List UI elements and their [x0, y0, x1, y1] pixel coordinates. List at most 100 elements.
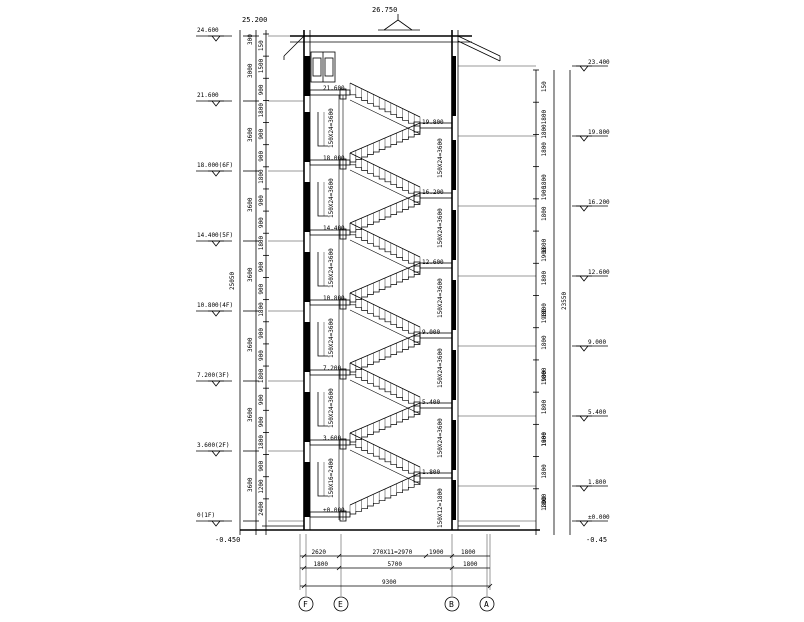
left-outer-dim: 3600 [247, 337, 254, 352]
window-outline [317, 112, 328, 147]
wall-section [304, 392, 310, 442]
right-dim: 1800 [541, 303, 548, 318]
left-outer-dim: 3600 [247, 197, 254, 212]
left-inner-dim: 900 [258, 217, 265, 228]
stair-flights [349, 82, 453, 515]
left-outer-dim: 3600 [247, 267, 254, 282]
landing-left-label: 14.400 [323, 225, 345, 232]
left-inner-dim: 1800 [258, 368, 265, 383]
left-inner-dim: 900 [258, 328, 265, 339]
right-sub-dim: 1800 [541, 493, 548, 508]
stair-flight [349, 152, 453, 233]
wall-section [304, 182, 310, 232]
bottom-dim-row1: 2620 [312, 549, 327, 556]
right-sub-dim: 1900 [541, 432, 548, 447]
flight-label-left: 150X24=3600 [328, 388, 335, 428]
right-dim: 1800 [541, 432, 548, 447]
right-dimension-lines [533, 65, 608, 535]
left-outer-dim: 3600 [247, 127, 254, 142]
ground-right-label: -0.45 [586, 536, 607, 544]
right-level-label: 9.000 [588, 339, 606, 346]
left-level-label: 24.600 [197, 27, 219, 34]
left-level-label: 18.000(6F) [197, 162, 233, 169]
left-total-dim: 25050 [229, 272, 236, 290]
window-outline [317, 252, 328, 287]
landing-left-label: 10.800 [323, 295, 345, 302]
right-dim: 1800 [541, 206, 548, 221]
right-level-label: ±0.000 [588, 514, 610, 521]
flight-label-right: 150X24=3600 [437, 418, 444, 458]
left-inner-dim: 1800 [258, 103, 265, 118]
left-inner-dim: 900 [258, 416, 265, 427]
right-dim: 1800 [541, 142, 548, 157]
window-outline [317, 392, 328, 427]
right-level-label: 1.800 [588, 479, 606, 486]
right-sub-dim: 1900 [541, 370, 548, 385]
left-dimension-lines [196, 30, 269, 535]
left-inner-dim: 1500 [258, 58, 265, 73]
wall-section [452, 480, 456, 520]
axis-label: E [338, 600, 343, 609]
flight-label-left: 150X24=3600 [328, 108, 335, 148]
right-dim: 1800 [541, 238, 548, 253]
axis-label: A [484, 600, 489, 609]
left-inner-dim: 900 [258, 460, 265, 471]
landing-left-label: 18.000 [323, 155, 345, 162]
bottom-total-dim: 9300 [382, 579, 397, 586]
bottom-dim-row1: 1800 [461, 549, 476, 556]
right-dim: 1800 [541, 271, 548, 286]
left-inner-dim: 900 [258, 128, 265, 139]
bottom-dim-row1: 1900 [429, 549, 444, 556]
wall-section [452, 56, 456, 116]
landing-right-label: 16.200 [422, 189, 444, 196]
right-dim: 1800 [541, 367, 548, 382]
landing-right-label: 19.800 [422, 119, 444, 126]
flight-label-left: 150X24=3600 [328, 318, 335, 358]
landing-right-label: 9.000 [422, 329, 440, 336]
left-inner-dim: 1800 [258, 235, 265, 250]
stair-flight [349, 222, 453, 303]
left-level-label: 7.200(3F) [197, 372, 230, 379]
left-inner-dim: 900 [258, 261, 265, 272]
left-outer-dim: 3600 [247, 407, 254, 422]
right-sub-dim: 1900 [541, 186, 548, 201]
wall-section [304, 56, 310, 96]
stair-flight [349, 82, 453, 163]
flight-label-left: 150X16=2400 [328, 458, 335, 498]
right-level-label: 16.200 [588, 199, 610, 206]
left-inner-dim: 900 [258, 84, 265, 95]
left-level-label: 10.800(4F) [197, 302, 233, 309]
wall-section [304, 322, 310, 372]
window-outline [317, 462, 328, 497]
flight-label-right: 150X24=3600 [437, 208, 444, 248]
wall-section [304, 462, 310, 517]
right-sub-dim: 1800 [541, 124, 548, 139]
flight-label-right: 150X24=3600 [437, 278, 444, 318]
axis-label: F [303, 600, 308, 609]
building-structure [240, 14, 540, 531]
landing-left-label: ±0.000 [323, 507, 345, 514]
right-level-label: 12.600 [588, 269, 610, 276]
bottom-dim-row1: 270X11=2970 [373, 549, 413, 556]
wall-section [452, 140, 456, 190]
left-inner-dim: 900 [258, 195, 265, 206]
left-level-label: 14.400(5F) [197, 232, 233, 239]
right-dim: 1800 [541, 496, 548, 511]
right-dim: 1800 [541, 174, 548, 189]
left-inner-dim: 1800 [258, 302, 265, 317]
axis-bubble: E [333, 534, 349, 612]
bottom-dim-row2: 1800 [463, 561, 478, 568]
left-inner-dim: 1800 [258, 169, 265, 184]
right-level-label: 19.800 [588, 129, 610, 136]
flight-label-left: 150X24=3600 [328, 248, 335, 288]
flight-label-right: 150X24=3600 [437, 348, 444, 388]
stair-flight [349, 292, 453, 373]
bottom-dim-row2: 1800 [314, 561, 329, 568]
axis-bubble: F [298, 534, 314, 612]
bottom-dimensions [299, 534, 493, 590]
left-outer-dim: 3600 [247, 477, 254, 492]
left-outer-dim: 300 [247, 34, 254, 45]
right-level-label: 5.400 [588, 409, 606, 416]
axis-bubble: A [479, 534, 495, 612]
